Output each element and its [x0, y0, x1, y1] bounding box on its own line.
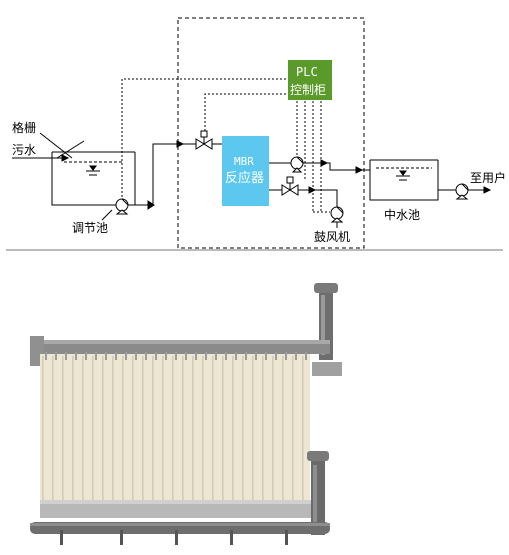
feed-line: [128, 143, 200, 206]
membrane-sheet-edge: [182, 356, 184, 502]
membrane-sheet-edge: [92, 356, 94, 502]
membrane-sheet-edge: [102, 356, 104, 502]
equalization-tank: [51, 151, 136, 206]
sheet-connector: [45, 352, 47, 360]
signal-lines: [121, 78, 330, 213]
to-user-label: 至用户: [470, 170, 506, 185]
support-leg: [230, 530, 233, 545]
sheet-connector: [225, 352, 227, 360]
membrane-module-photo: [30, 283, 342, 545]
screen-bar: [56, 140, 85, 159]
membrane-sheet-edge: [52, 356, 54, 502]
suction-pump-icon: [290, 156, 304, 173]
sheet-connector: [85, 352, 87, 360]
membrane-sheet-edge: [302, 356, 304, 502]
screen-label: 格栅: [12, 120, 36, 135]
air-valve-icon: [281, 176, 299, 196]
membrane-sheet-edge: [142, 356, 144, 502]
membrane-sheet-edge: [152, 356, 154, 502]
sheet-connector: [215, 352, 217, 360]
sheet-connector: [185, 352, 187, 360]
equalization-tank-label: 调节池: [72, 221, 108, 235]
screen-leader: [39, 132, 73, 159]
frame-bracket-right: [312, 362, 342, 376]
sheet-connector: [75, 352, 77, 360]
sewage-label: 污水: [12, 143, 36, 157]
membrane-sheet-edge: [212, 356, 214, 502]
sheet-connector: [105, 352, 107, 360]
membrane-sheet-edge: [292, 356, 294, 502]
membrane-panel: [40, 354, 310, 514]
sheet-connector: [195, 352, 197, 360]
membrane-sheet-edge: [162, 356, 164, 502]
tank-leader: [101, 209, 113, 221]
membrane-sheet-edge: [72, 356, 74, 502]
sheet-connector: [155, 352, 157, 360]
membrane-sheet-edge: [42, 356, 44, 502]
air-line: [298, 189, 338, 208]
membrane-sheet-edge: [272, 356, 274, 502]
plc-control-box: [288, 60, 332, 100]
sheet-connector: [175, 352, 177, 360]
sheet-connector: [265, 352, 267, 360]
plc-cabinet-label: 控制柜: [290, 83, 326, 97]
support-leg: [120, 530, 123, 545]
blower-icon: [330, 206, 344, 223]
sheet-connector: [245, 352, 247, 360]
mbr-label: MBR: [234, 155, 254, 168]
sheet-connector: [55, 352, 57, 360]
sheet-connector: [285, 352, 287, 360]
sheet-connector: [145, 352, 147, 360]
sheet-connector: [305, 352, 307, 360]
membrane-sheet-edge: [112, 356, 114, 502]
reactor-label: 反应器: [225, 170, 264, 186]
membrane-sheet-edge: [172, 356, 174, 502]
sheet-connector: [65, 352, 67, 360]
sheet-connector: [235, 352, 237, 360]
blower-label: 鼓风机: [314, 230, 350, 244]
sheet-connector: [295, 352, 297, 360]
membrane-sheet-edge: [252, 356, 254, 502]
feed-valve-icon: [195, 130, 213, 150]
sheet-connector: [95, 352, 97, 360]
membrane-sheet-edge: [232, 356, 234, 502]
membrane-sheet-edge: [192, 356, 194, 502]
sheet-connector: [125, 352, 127, 360]
membrane-sheet-edge: [282, 356, 284, 502]
bottom-collector: [40, 500, 312, 518]
lift-pump-icon: [115, 198, 129, 215]
reclaimed-water-tank: [369, 159, 439, 201]
support-leg: [175, 530, 178, 545]
permeate-line: [303, 162, 370, 171]
sheet-connector: [255, 352, 257, 360]
membrane-sheet-edge: [202, 356, 204, 502]
membrane-sheet-edge: [82, 356, 84, 502]
membrane-sheet-edge: [132, 356, 134, 502]
sheet-connector: [135, 352, 137, 360]
membrane-sheet-edge: [62, 356, 64, 502]
sheet-connector: [115, 352, 117, 360]
support-leg: [285, 530, 288, 545]
mbr-reactor-box: [222, 136, 269, 206]
membrane-sheet-edge: [242, 356, 244, 502]
support-leg: [60, 530, 63, 545]
inlet-arrow: [61, 154, 70, 162]
membrane-sheet-edge: [262, 356, 264, 502]
membrane-sheet-edge: [122, 356, 124, 502]
process-flow-diagram: [6, 17, 503, 251]
sheet-connector: [275, 352, 277, 360]
membrane-sheets: [42, 352, 307, 502]
support-legs: [60, 530, 288, 545]
plc-label: PLC: [296, 65, 318, 79]
control-boundary: [177, 17, 365, 249]
membrane-sheet-edge: [222, 356, 224, 502]
supply-pump-icon: [455, 183, 469, 200]
diagram-labels: 格栅 污水 调节池 PLC 控制柜 MBR 反应器 鼓风机 中水池 至用户: [12, 65, 506, 244]
reclaimed-tank-label: 中水池: [384, 207, 420, 222]
sheet-connector: [165, 352, 167, 360]
sheet-connector: [205, 352, 207, 360]
